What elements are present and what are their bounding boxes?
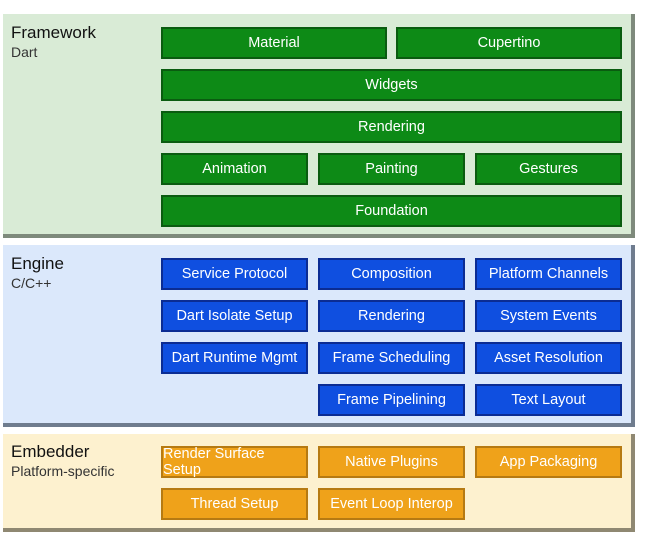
framework-subtitle: Dart bbox=[11, 44, 38, 60]
framework-title: Framework bbox=[11, 23, 97, 42]
embedder-layer: Embedder Platform-specific Render Surfac… bbox=[3, 434, 635, 532]
painting-box: Painting bbox=[318, 153, 465, 185]
dart-isolate-setup-box: Dart Isolate Setup bbox=[161, 300, 308, 332]
render-surface-setup-box: Render Surface Setup bbox=[161, 446, 308, 478]
native-plugins-box: Native Plugins bbox=[318, 446, 465, 478]
system-events-box: System Events bbox=[475, 300, 622, 332]
platform-channels-box: Platform Channels bbox=[475, 258, 622, 290]
cupertino-box: Cupertino bbox=[396, 27, 622, 59]
composition-box: Composition bbox=[318, 258, 465, 290]
embedder-title: Embedder bbox=[11, 442, 90, 461]
engine-subtitle: C/C++ bbox=[11, 275, 52, 291]
thread-setup-box: Thread Setup bbox=[161, 488, 308, 520]
animation-box: Animation bbox=[161, 153, 308, 185]
event-loop-interop-box: Event Loop Interop bbox=[318, 488, 465, 520]
material-box: Material bbox=[161, 27, 387, 59]
app-packaging-box: App Packaging bbox=[475, 446, 622, 478]
asset-resolution-box: Asset Resolution bbox=[475, 342, 622, 374]
foundation-box: Foundation bbox=[161, 195, 622, 227]
engine-title: Engine bbox=[11, 254, 64, 273]
frame-pipelining-box: Frame Pipelining bbox=[318, 384, 465, 416]
text-layout-box: Text Layout bbox=[475, 384, 622, 416]
service-protocol-box: Service Protocol bbox=[161, 258, 308, 290]
rendering-box: Rendering bbox=[161, 111, 622, 143]
engine-layer: Engine C/C++ Service Protocol Compositio… bbox=[3, 245, 635, 427]
framework-layer: Framework Dart Material Cupertino Widget… bbox=[3, 14, 635, 238]
frame-scheduling-box: Frame Scheduling bbox=[318, 342, 465, 374]
engine-rendering-box: Rendering bbox=[318, 300, 465, 332]
gestures-box: Gestures bbox=[475, 153, 622, 185]
dart-runtime-mgmt-box: Dart Runtime Mgmt bbox=[161, 342, 308, 374]
embedder-subtitle: Platform-specific bbox=[11, 463, 115, 479]
widgets-box: Widgets bbox=[161, 69, 622, 101]
